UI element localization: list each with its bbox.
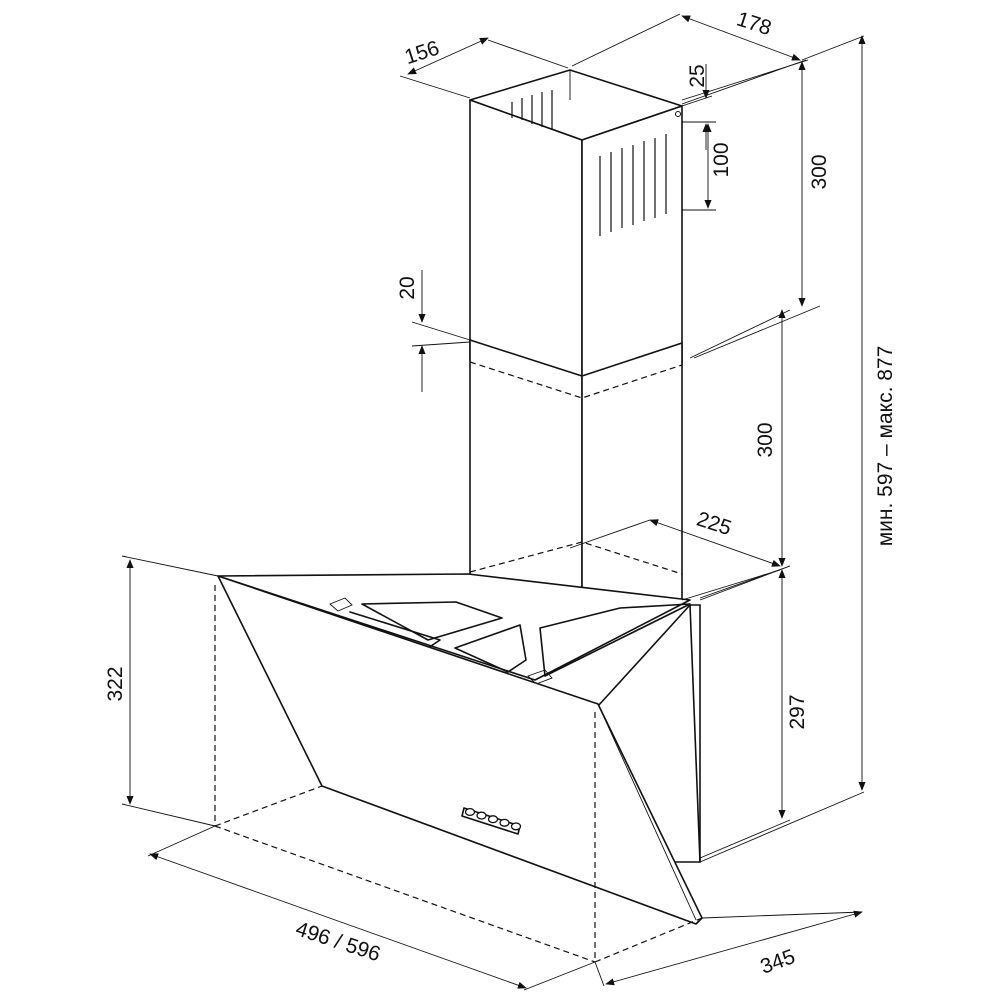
extension-line xyxy=(121,803,216,827)
extension-line xyxy=(701,911,863,919)
dim-line-hood-depth xyxy=(605,910,863,986)
dim-glass-height: 322 xyxy=(104,666,127,701)
range-hood xyxy=(214,69,703,963)
dim-chimney-width: 178 xyxy=(734,7,774,40)
extension-line xyxy=(411,341,471,347)
extension-line xyxy=(699,565,791,601)
upper-chimney xyxy=(469,69,683,401)
extension-line xyxy=(681,569,781,601)
extension-line xyxy=(681,95,713,107)
control-panel xyxy=(461,807,522,835)
vent-slots-left xyxy=(511,90,553,130)
dim-top-offset: 25 xyxy=(686,64,709,87)
extension-line xyxy=(689,309,791,359)
extension-line xyxy=(699,819,791,859)
dim-line-chimney-depth xyxy=(407,37,489,75)
control-button xyxy=(476,811,487,820)
control-button xyxy=(464,807,476,817)
extension-line xyxy=(594,961,605,987)
dim-line-chimney-base xyxy=(649,519,781,567)
dim-upper-chimney-height: 300 xyxy=(808,154,831,189)
dim-hood-width: 496 / 596 xyxy=(293,917,383,966)
extension-line xyxy=(569,519,651,549)
dim-hood-depth: 345 xyxy=(757,945,798,979)
control-button xyxy=(510,822,522,831)
extension-line xyxy=(801,35,865,61)
dim-overlap: 20 xyxy=(396,276,419,299)
dim-lower-chimney-height: 300 xyxy=(754,422,777,457)
extension-line xyxy=(147,825,216,857)
extension-line xyxy=(399,75,471,99)
hood-base xyxy=(217,573,691,685)
dim-total-height: мин. 597 – макс. 877 xyxy=(874,346,897,547)
extension-line xyxy=(693,305,821,359)
extension-line xyxy=(681,59,809,101)
extension-line xyxy=(121,555,219,577)
extension-line xyxy=(571,13,681,67)
dim-chimney-base-width: 225 xyxy=(694,507,734,540)
vent-slots-right xyxy=(599,134,667,236)
extension-line xyxy=(699,791,865,863)
dim-vent-height: 100 xyxy=(710,142,733,177)
extension-line xyxy=(411,321,471,341)
dim-line-chimney-width xyxy=(681,15,801,61)
dim-chimney-depth: 156 xyxy=(402,36,442,69)
extension-line xyxy=(523,961,596,991)
control-button xyxy=(487,815,499,824)
control-button xyxy=(499,818,510,827)
dim-hood-body-height: 297 xyxy=(786,694,809,729)
dim-line-hood-width xyxy=(149,853,527,989)
dimension-lines xyxy=(121,13,866,991)
extension-line xyxy=(487,39,569,69)
